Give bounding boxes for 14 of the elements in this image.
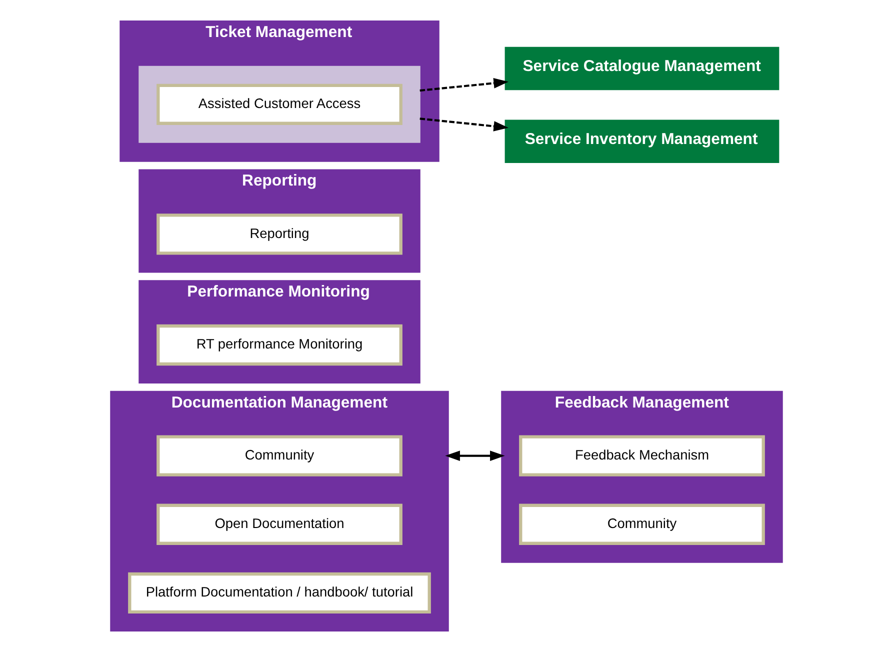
- arrow: [420, 78, 508, 92]
- node-box: Service Inventory Management: [504, 120, 780, 163]
- cluster: [138, 66, 420, 143]
- node-box: Open Documentation: [156, 504, 402, 545]
- node-box: RT performance Monitoring: [156, 324, 402, 366]
- node-box: Community: [519, 504, 765, 545]
- arrow: [445, 450, 505, 461]
- node-box: Reporting: [156, 214, 402, 255]
- node-box: Platform Documentation / handbook/ tutorial: [128, 572, 431, 614]
- node-box: Assisted Customer Access: [156, 84, 402, 125]
- node-box: Service Catalogue Management: [504, 46, 780, 90]
- arrow: [420, 118, 508, 132]
- node-box: Feedback Mechanism: [519, 435, 765, 476]
- node-box: Community: [156, 435, 402, 476]
